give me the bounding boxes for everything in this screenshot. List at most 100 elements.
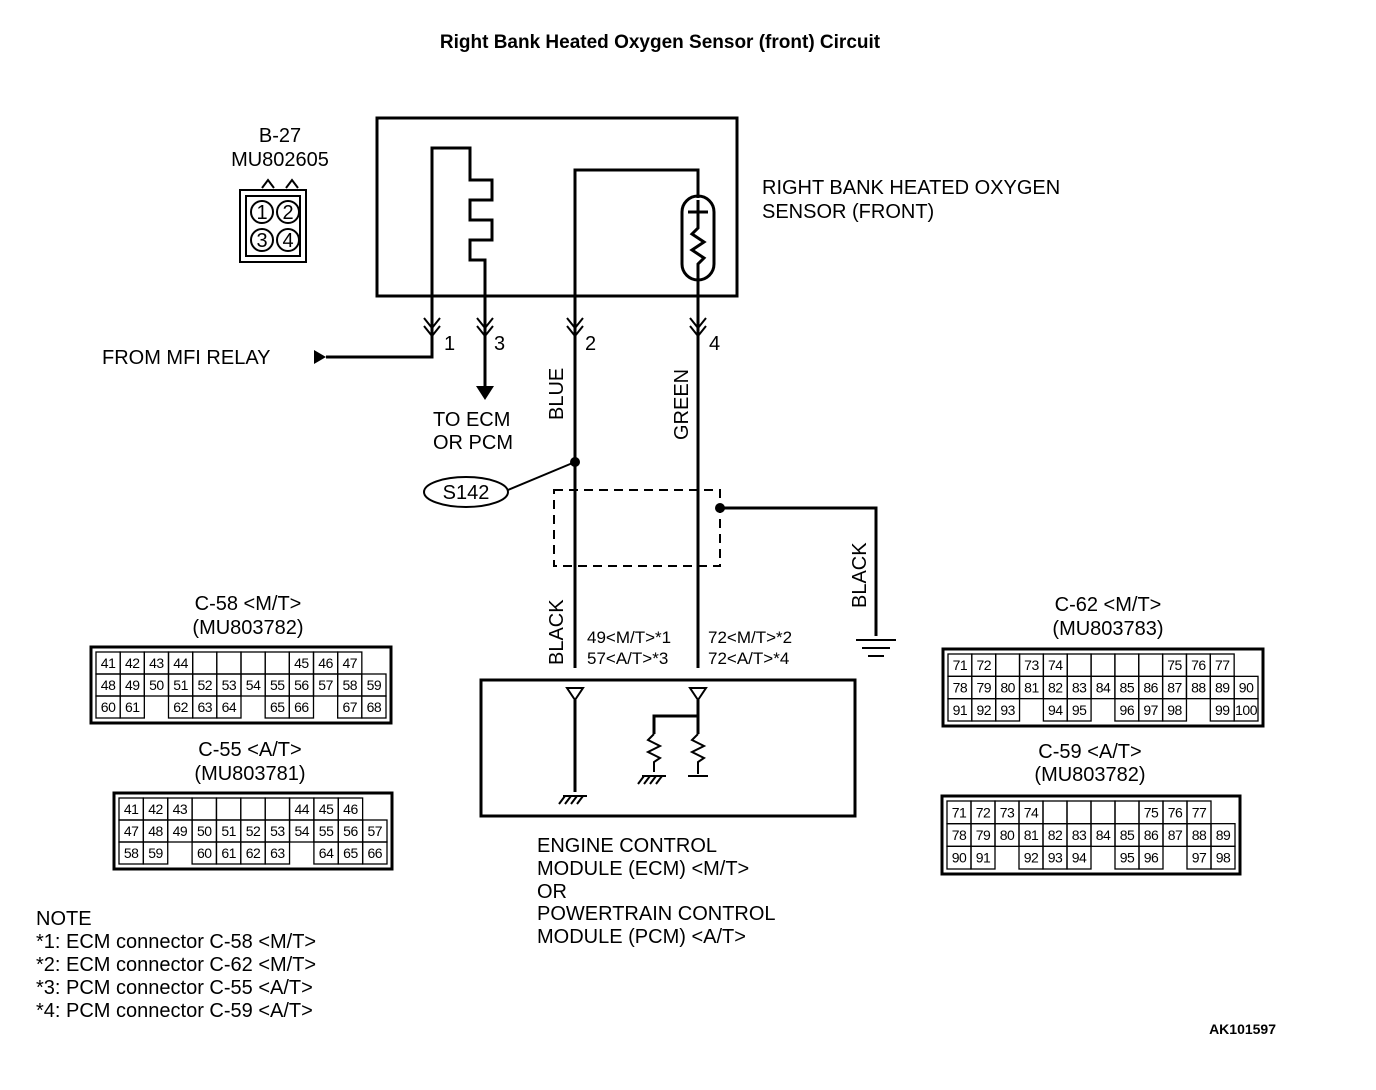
connector-pin-number: 90: [952, 850, 967, 866]
connector-pin-number: 84: [1096, 680, 1111, 696]
connector-pin-number: 42: [148, 801, 163, 817]
connector-pin-number: 74: [1048, 657, 1063, 673]
connector-cavity: [1066, 698, 1092, 722]
connector-pin-number: 54: [294, 823, 309, 839]
connector-cavity: [1091, 699, 1115, 721]
module-label-line: MODULE (ECM) <M/T>: [537, 858, 749, 880]
connector-cavity: [995, 653, 1021, 677]
wire-color-label: BLACK: [849, 542, 871, 608]
connector-cavity: [970, 845, 996, 870]
connector-cavity: [288, 695, 315, 719]
connector-pin-number: 62: [173, 699, 188, 715]
connector-pin-number: 56: [294, 677, 309, 693]
connector-pin-number: 100: [1235, 702, 1258, 718]
wire-color-label: GREEN: [671, 369, 693, 440]
connector-cavity: [1138, 653, 1164, 677]
connector-pin-number: 64: [222, 699, 237, 715]
connector-pin-number: 61: [221, 845, 236, 861]
connector-pin-number: 76: [1191, 657, 1206, 673]
connector-pin-number: 94: [1072, 850, 1087, 866]
arrow-icon: [314, 350, 326, 364]
connector-outline: [239, 189, 307, 263]
ground-icon: [856, 639, 896, 657]
connector-cavity: [1066, 800, 1092, 825]
connector-cavity: [1091, 846, 1115, 869]
connector-cavity: [1138, 845, 1164, 870]
connector-pin-number: 77: [1215, 657, 1230, 673]
connector-pin-number: 50: [149, 677, 164, 693]
connector-pin-number: 49: [173, 823, 188, 839]
connector-title: C-58 <M/T>: [195, 593, 302, 615]
connector-pin-number: 63: [270, 845, 285, 861]
connector-pin-number: 93: [1048, 850, 1063, 866]
terminal-icon: [688, 687, 708, 702]
connector-pin-number: 92: [976, 702, 991, 718]
connector-pin-number: 82: [1048, 680, 1063, 696]
pin-number: 1: [256, 202, 267, 224]
ecm-terminal-label: 57<A/T>*3: [587, 649, 668, 668]
connector-pin-number: 83: [1072, 827, 1087, 843]
connector-outline: [941, 647, 1265, 728]
connector-pin-number: 54: [246, 677, 261, 693]
connector-pin-number: 85: [1120, 827, 1135, 843]
connector-part: (MU803781): [194, 763, 305, 785]
connector-pin-number: 58: [124, 845, 139, 861]
connector-pin-number: 82: [1048, 827, 1063, 843]
connector-cavity: [192, 651, 218, 675]
connector-pin-number: 62: [246, 845, 261, 861]
connector-pin-number: 44: [294, 801, 309, 817]
connector-pin-number: 86: [1143, 680, 1158, 696]
connector-pin-number: 88: [1192, 827, 1207, 843]
connector-cavity: [1210, 845, 1236, 870]
connector-pin-number: 65: [270, 699, 285, 715]
pin-number: 4: [282, 230, 293, 252]
connector-pin-number: 80: [1000, 827, 1015, 843]
connector-pin-number: 46: [343, 801, 358, 817]
connector-cavity: [1161, 698, 1188, 722]
connector-pin-number: 78: [952, 827, 967, 843]
connector-cavity: [264, 841, 291, 865]
module-label-line: MODULE (PCM) <A/T>: [537, 926, 746, 948]
connector-pin-number: 63: [197, 699, 212, 715]
connector-cavity: [361, 695, 387, 719]
connector-pin-number: 84: [1096, 827, 1111, 843]
connector-inner: [245, 195, 301, 257]
connector-pin-number: 98: [1167, 702, 1182, 718]
connector-pin-number: 41: [101, 655, 116, 671]
pin-circle: [276, 228, 300, 252]
connector-pin-number: 99: [1215, 702, 1230, 718]
pin-circle: [250, 200, 274, 224]
from-relay-label: FROM MFI RELAY: [102, 347, 271, 369]
wire-color-label: BLACK: [546, 599, 568, 665]
connector-title: C-62 <M/T>: [1055, 594, 1162, 616]
to-ecm-label: OR PCM: [433, 432, 513, 454]
connector-pin-number: 53: [270, 823, 285, 839]
control-module: [479, 678, 857, 818]
connector-pin-number: 47: [342, 655, 357, 671]
connector-cavity: [1114, 653, 1140, 677]
resistor-icon: [689, 733, 707, 774]
connector-pin-number: 73: [1024, 657, 1039, 673]
connector-pin-number: 59: [367, 677, 382, 693]
connector-pin-number: 65: [343, 845, 358, 861]
connector-pin-number: 94: [1048, 702, 1063, 718]
pin-circle: [250, 228, 274, 252]
connector-pin-number: 41: [124, 801, 139, 817]
sensor-resistor-icon: [688, 200, 708, 300]
connector-cavity: [1090, 653, 1116, 677]
note-item: *1: ECM connector C-58 <M/T>: [36, 931, 316, 953]
connector-pin-number: 59: [148, 845, 163, 861]
module-label: ENGINE CONTROL MODULE (ECM) <M/T> OR POW…: [537, 835, 776, 948]
connector-pin-number: 79: [976, 827, 991, 843]
connector-pin-number: 80: [1000, 680, 1015, 696]
connector-pin-number: 73: [1000, 804, 1015, 820]
wire-mfi-relay: [326, 300, 434, 359]
connector-pin-number: 48: [101, 677, 116, 693]
chassis-ground-icon: [637, 775, 666, 785]
sensor-connector: B-27 MU802605 1 2 3 4: [231, 125, 329, 263]
connector-pin-number: 58: [342, 677, 357, 693]
connector-pin-number: 71: [952, 804, 967, 820]
connector-cavity: [240, 797, 266, 821]
heater-element-icon: [430, 146, 494, 300]
